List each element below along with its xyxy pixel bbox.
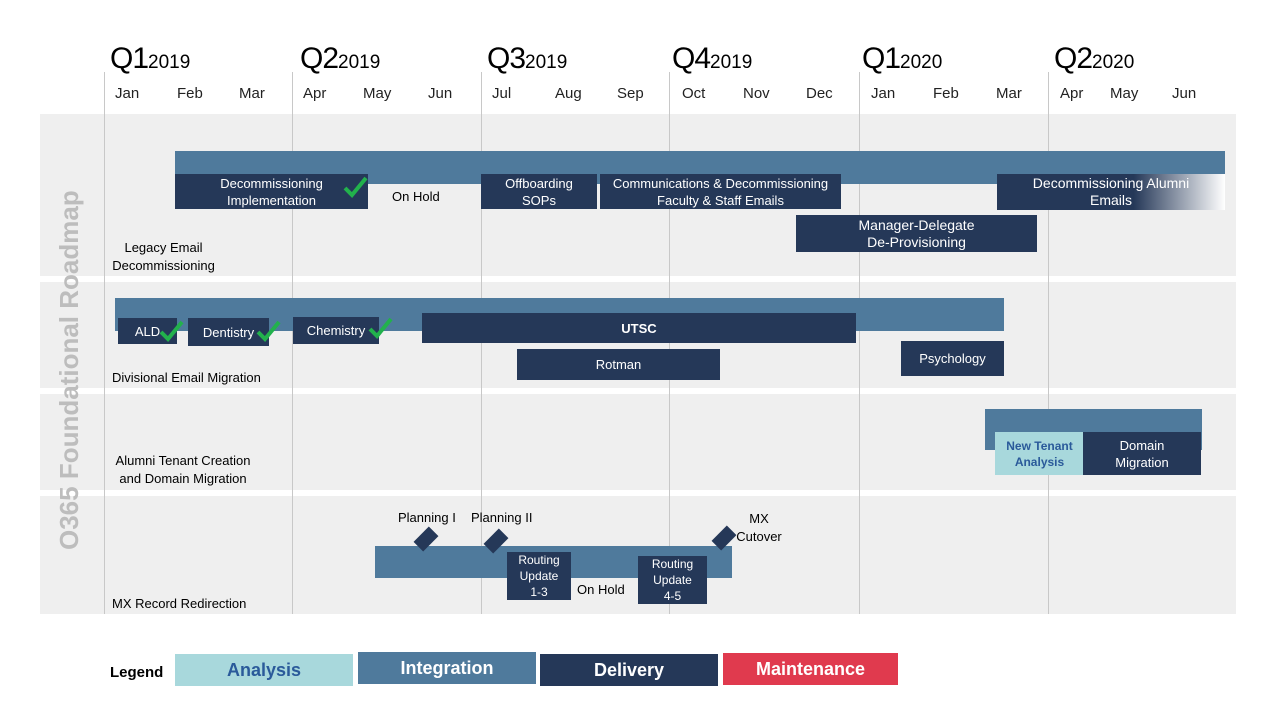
legend-analysis: Analysis (175, 654, 353, 686)
quarter-header-q2-2020: Q22020 (1054, 42, 1135, 75)
check-icon (343, 176, 368, 198)
ald-task: ALD (118, 318, 177, 344)
rotman-task: Rotman (517, 349, 720, 380)
month-label: Jan (115, 85, 140, 102)
month-label: Feb (933, 85, 959, 102)
quarter-divider (669, 72, 670, 614)
month-label: May (1110, 85, 1139, 102)
utsc-task: UTSC (422, 313, 856, 343)
quarter-divider (292, 72, 293, 614)
legacy-on-hold-label: On Hold (392, 189, 440, 204)
month-label: Jul (492, 85, 512, 102)
check-icon (159, 320, 184, 342)
month-label: Jan (871, 85, 896, 102)
chemistry-task: Chemistry (293, 317, 379, 344)
month-label: Feb (177, 85, 203, 102)
month-label: Nov (743, 85, 770, 102)
quarter-divider (1048, 72, 1049, 614)
quarter-header-q4-2019: Q42019 (672, 42, 753, 75)
month-label: May (363, 85, 392, 102)
check-icon (256, 320, 281, 342)
row-label-mx: MX Record Redirection (112, 596, 247, 611)
legend-title: Legend (110, 664, 164, 681)
dentistry-task: Dentistry (188, 318, 269, 346)
mx-on-hold-label: On Hold (577, 582, 625, 597)
quarter-divider (104, 72, 105, 614)
month-label: Aug (555, 85, 582, 102)
legend-maintenance: Maintenance (723, 653, 898, 685)
month-label: Mar (239, 85, 265, 102)
planning-ii-label: Planning II (471, 510, 533, 525)
quarter-header-q2-2019: Q22019 (300, 42, 381, 75)
month-label: Apr (303, 85, 327, 102)
month-label: Dec (806, 85, 833, 102)
quarter-divider (481, 72, 482, 614)
month-label: Sep (617, 85, 644, 102)
legend-delivery: Delivery (540, 654, 718, 686)
month-label: Oct (682, 85, 706, 102)
check-icon (368, 317, 393, 339)
psychology-task: Psychology (901, 341, 1004, 376)
legend-integration: Integration (358, 652, 536, 684)
month-label: Apr (1060, 85, 1084, 102)
month-label: Jun (428, 85, 453, 102)
quarter-header-q1-2019: Q12019 (110, 42, 191, 75)
row-label-divisional: Divisional Email Migration (112, 370, 261, 385)
planning-i-label: Planning I (398, 510, 456, 525)
quarter-header-q1-2020: Q12020 (862, 42, 943, 75)
quarter-header-q3-2019: Q32019 (487, 42, 568, 75)
roadmap-title: O365 Foundational Roadmap (54, 190, 84, 550)
month-label: Mar (996, 85, 1022, 102)
quarter-divider (859, 72, 860, 614)
month-label: Jun (1172, 85, 1197, 102)
